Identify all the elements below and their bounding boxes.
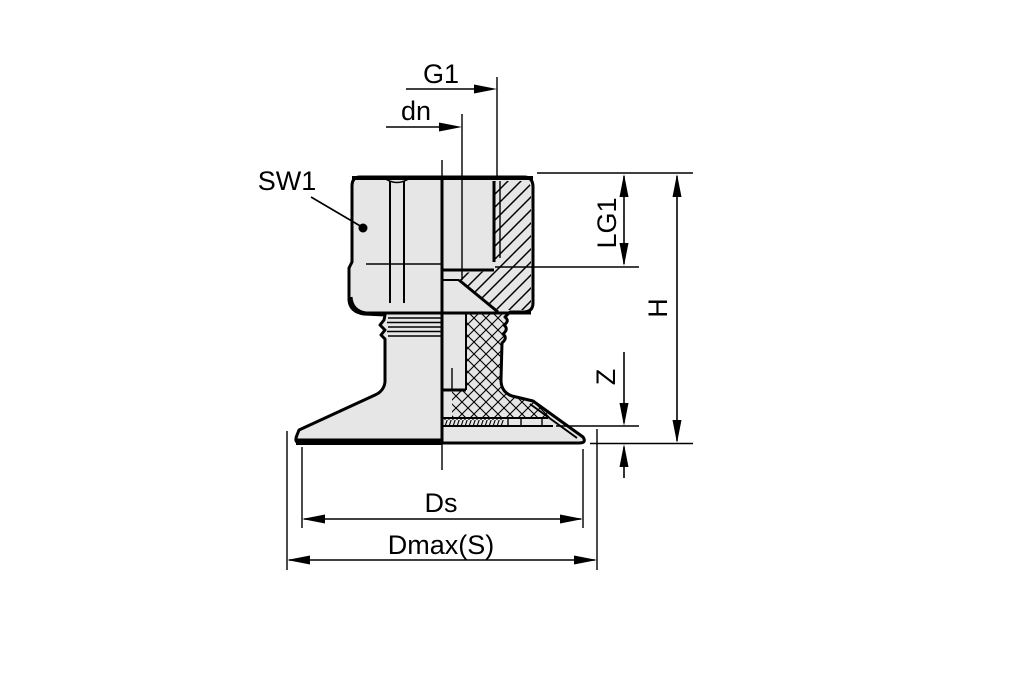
part-details [296, 160, 578, 470]
label-h: H [643, 298, 673, 318]
z-arrowhead-up [619, 444, 629, 467]
dimension-z: Z [556, 352, 693, 478]
h-arrowhead-top [672, 174, 682, 197]
ds-arrowhead-left [302, 514, 325, 524]
lg1-arrowhead-bottom [619, 243, 629, 266]
label-sw1: SW1 [258, 166, 317, 196]
dimension-dmax-s: Dmax(S) [286, 429, 598, 570]
sealing-edge-thick [296, 438, 442, 445]
label-z: Z [591, 369, 621, 386]
rubber-section-hatch [452, 313, 550, 418]
top-face-chamfer-arc [383, 177, 411, 184]
g1-arrowhead [474, 84, 497, 94]
sw1-leader-line [310, 196, 363, 228]
callout-sw1: SW1 [258, 166, 368, 233]
label-lg1: LG1 [592, 197, 622, 248]
hex-bottom-line [349, 296, 531, 315]
part-silhouette [294, 175, 586, 445]
z-arrowhead-down [619, 403, 629, 426]
dn-arrowhead [439, 122, 462, 132]
dimension-g1: G1 [406, 59, 498, 177]
dimension-ds: Ds [301, 447, 584, 528]
lip-outer-inner-edge [529, 403, 578, 439]
ds-arrowhead-right [560, 514, 583, 524]
label-dn: dn [401, 96, 431, 126]
dimension-lg1: LG1 [495, 174, 639, 268]
label-g1: G1 [423, 59, 459, 89]
hex-facet-lines [389, 181, 405, 303]
lip-section-hatch [444, 419, 504, 426]
lip-cell-dividers [507, 419, 543, 426]
label-ds: Ds [425, 488, 458, 518]
bore-taper-line [458, 278, 499, 314]
dimension-h: H [537, 172, 693, 443]
label-dmax-s: Dmax(S) [388, 530, 495, 560]
dmax-arrowhead-left [287, 555, 310, 565]
dmax-arrowhead-right [574, 555, 597, 565]
h-arrowhead-bottom [672, 420, 682, 443]
lg1-arrowhead-top [619, 174, 629, 197]
dimension-dn: dn [386, 96, 463, 280]
part-outline [294, 175, 586, 445]
neck-rib-lines [387, 317, 441, 337]
sw1-leader-dot [358, 223, 368, 233]
